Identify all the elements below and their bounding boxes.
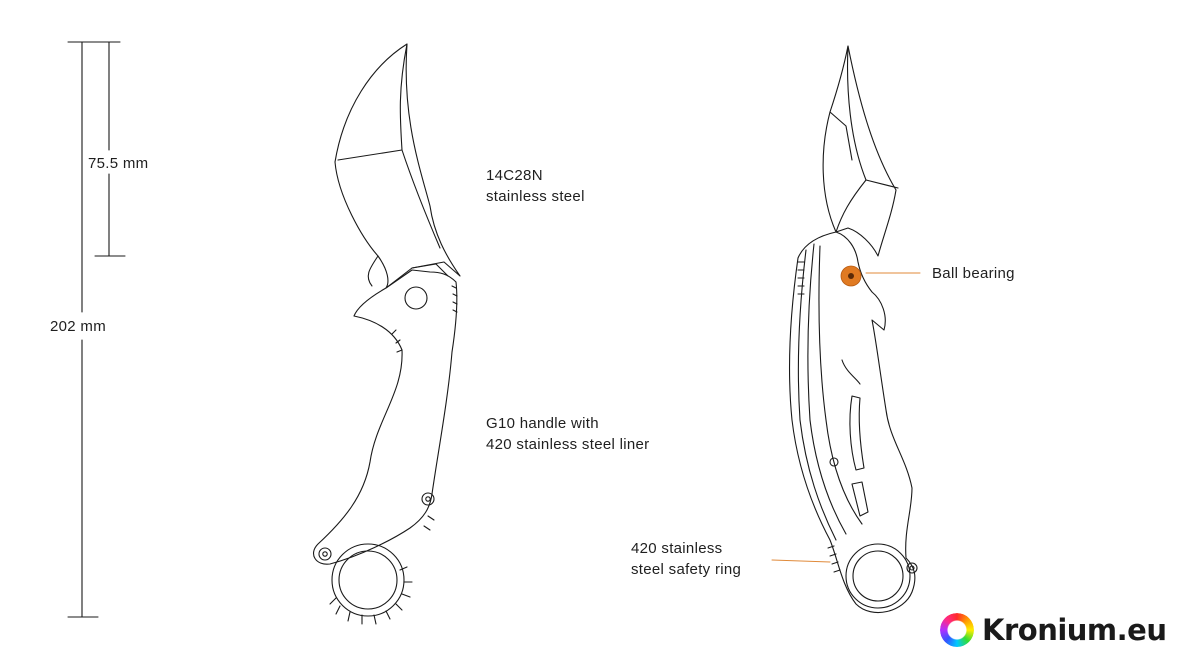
handle-material-label: G10 handle with 420 stainless steel line…: [486, 415, 650, 453]
ring-callout-line: [771, 559, 831, 563]
brand-logo: Kronium.eu: [940, 610, 1167, 650]
knife-side-view: [788, 45, 918, 613]
brand-name: Kronium.eu: [982, 613, 1167, 647]
blade-material-label: 14C28N stainless steel: [486, 167, 585, 205]
overall-length-label: 202 mm: [50, 318, 106, 335]
safety-ring-label: 420 stainless steel safety ring: [631, 540, 742, 578]
blade-length-label: 75.5 mm: [88, 155, 149, 172]
knife-front-view: [313, 43, 461, 625]
dimension-lines: [67, 41, 126, 618]
ball-bearing-label: Ball bearing: [932, 265, 1015, 282]
rainbow-ring-icon: [940, 613, 974, 647]
